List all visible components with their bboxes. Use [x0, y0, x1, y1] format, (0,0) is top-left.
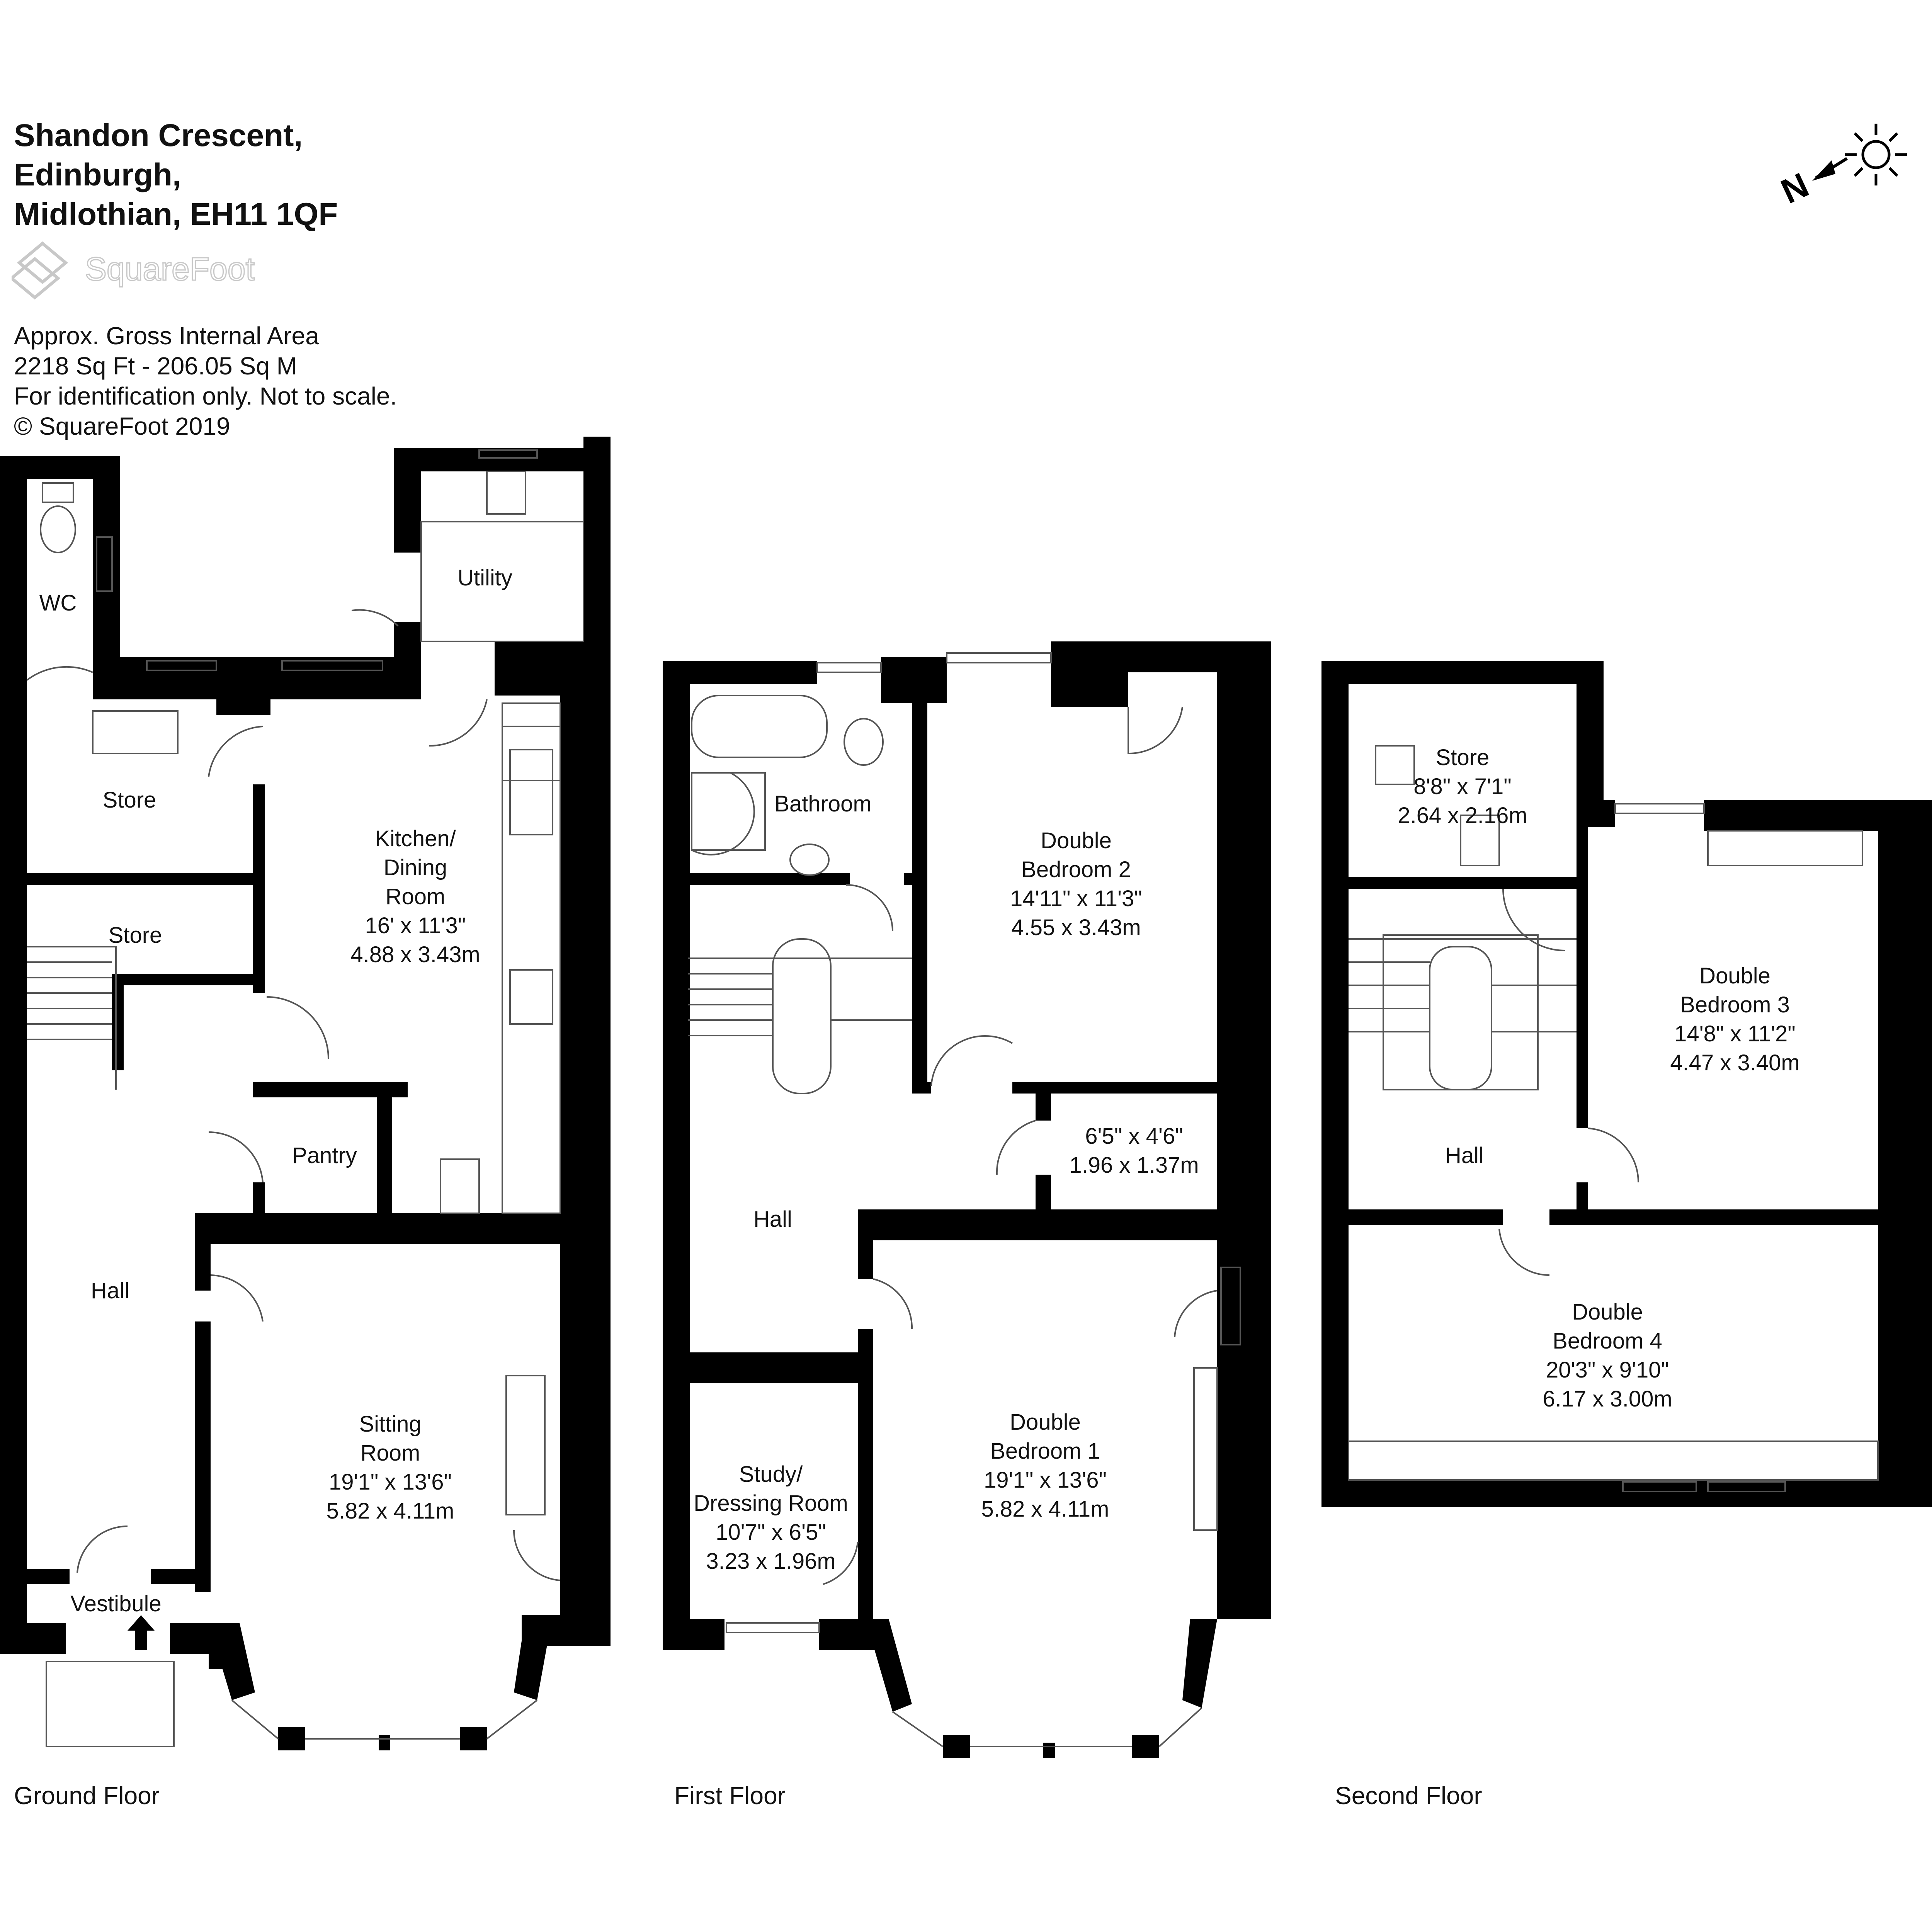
room-pantry: Pantry	[292, 1143, 357, 1168]
second-walls	[1321, 661, 1932, 1507]
room-bathroom: Bathroom	[774, 791, 871, 816]
room-kitchen-metric: 4.88 x 3.43m	[350, 942, 480, 967]
toilet-icon	[844, 718, 884, 766]
room-wc: WC	[39, 590, 77, 616]
bath-icon	[691, 695, 828, 758]
room-bed2-name-1: Double	[1041, 828, 1112, 853]
room-bed3-name-2: Bedroom 3	[1680, 992, 1790, 1017]
room-bed1-imperial: 19'1" x 13'6"	[984, 1468, 1107, 1493]
room-store: Store	[1436, 745, 1490, 770]
property-address: Shandon Crescent, Edinburgh, Midlothian,…	[14, 116, 338, 234]
address-line-3: Midlothian, EH11 1QF	[14, 197, 338, 232]
hob-icon	[509, 969, 553, 1025]
fireplace-icon	[505, 1375, 546, 1515]
room-kitchen-name-1: Kitchen/	[375, 826, 456, 851]
shower-icon	[691, 772, 755, 855]
room-bed4-metric: 6.17 x 3.00m	[1543, 1386, 1672, 1412]
room-bed1-name-1: Double	[1010, 1410, 1081, 1435]
loft-hatch-icon	[1375, 745, 1415, 785]
address-line-2: Edinburgh,	[14, 157, 181, 192]
room-study-imperial: 10'7" x 6'5"	[716, 1520, 826, 1545]
room-sitting-name-1: Sitting	[359, 1412, 421, 1437]
disclaimer: For identification only. Not to scale.	[14, 382, 397, 410]
first-room-labels: Bathroom Double Bedroom 2 14'11" x 11'3"…	[694, 791, 1199, 1574]
sun-icon	[1845, 124, 1907, 185]
room-sitting-name-2: Room	[361, 1440, 420, 1466]
room-kitchen-name-2: Dining	[384, 855, 447, 880]
first-windows	[726, 652, 1241, 1747]
first-floor-plan: Bathroom Double Bedroom 2 14'11" x 11'3"…	[663, 641, 1271, 1758]
room-hall: Hall	[91, 1278, 129, 1303]
ground-floor-label: Ground Floor	[14, 1782, 160, 1810]
room-kitchen-name-3: Room	[386, 884, 446, 909]
room-bed2-imperial: 14'11" x 11'3"	[1010, 886, 1142, 911]
room-bed4-imperial: 20'3" x 9'10"	[1546, 1357, 1669, 1383]
sink-icon	[92, 710, 179, 754]
room-closet-metric: 1.96 x 1.37m	[1069, 1153, 1199, 1178]
address-line-1: Shandon Crescent,	[14, 118, 303, 153]
area-value: 2218 Sq Ft - 206.05 Sq M	[14, 352, 297, 380]
ground-fixtures	[40, 471, 584, 1747]
room-bed2-metric: 4.55 x 3.43m	[1011, 915, 1141, 940]
copyright: © SquareFoot 2019	[14, 412, 230, 440]
room-sitting-imperial: 19'1" x 13'6"	[329, 1469, 452, 1495]
room-store-metric: 2.64 x 2.16m	[1398, 803, 1527, 828]
room-bed1-name-2: Bedroom 1	[990, 1439, 1100, 1464]
room-study-name-1: Study/	[739, 1462, 803, 1487]
second-windows	[1614, 803, 1786, 1492]
second-floor-plan: Store 8'8" x 7'1" 2.64 x 2.16m Double Be…	[1321, 661, 1932, 1507]
ground-room-labels: WC Utility Store Store Kitchen/ Dining R…	[39, 565, 512, 1616]
room-bed4-name-1: Double	[1572, 1299, 1643, 1325]
first-doors	[823, 707, 1218, 1585]
first-fixtures	[688, 695, 1218, 1531]
room-kitchen-imperial: 16' x 11'3"	[365, 913, 466, 938]
room-closet-imperial: 6'5" x 4'6"	[1085, 1124, 1183, 1149]
ground-stairs	[27, 946, 117, 1090]
first-walls	[663, 641, 1271, 1758]
ground-windows	[96, 449, 538, 1740]
squarefoot-logo: SquareFoot	[12, 241, 255, 300]
second-fixtures	[1348, 745, 1879, 1481]
front-steps	[46, 1661, 175, 1747]
north-compass: N	[1776, 124, 1907, 211]
room-bed3-metric: 4.47 x 3.40m	[1670, 1050, 1799, 1075]
room-bed4-name-2: Bedroom 4	[1553, 1328, 1662, 1354]
basin-icon	[789, 844, 830, 876]
kitchen-sink-icon	[509, 749, 553, 835]
entrance-arrow-icon	[128, 1615, 155, 1650]
room-store-2: Store	[109, 923, 162, 948]
room-sitting-metric: 5.82 x 4.11m	[326, 1498, 454, 1524]
stair-well	[1429, 946, 1492, 1090]
room-study-name-2: Dressing Room	[694, 1491, 848, 1516]
stair-well	[772, 938, 832, 1094]
room-store-1: Store	[103, 787, 156, 813]
arrow-head-icon	[1812, 160, 1835, 181]
room-bed2-name-2: Bedroom 2	[1021, 857, 1131, 882]
ground-doors	[26, 609, 561, 1581]
second-room-labels: Store 8'8" x 7'1" 2.64 x 2.16m Double Be…	[1398, 745, 1799, 1412]
room-utility: Utility	[457, 565, 512, 590]
first-floor-label: First Floor	[674, 1782, 786, 1810]
second-doors	[1498, 888, 1639, 1276]
room-vestibule: Vestibule	[70, 1591, 161, 1616]
room-second-hall: Hall	[1445, 1143, 1484, 1168]
ground-walls	[0, 437, 611, 1750]
area-title: Approx. Gross Internal Area	[14, 322, 319, 350]
room-bed3-name-1: Double	[1699, 963, 1770, 988]
utility-sink-icon	[486, 471, 526, 515]
logo-mark-icon	[12, 241, 68, 300]
fireplace-icon	[1193, 1367, 1218, 1531]
room-study-metric: 3.23 x 1.96m	[706, 1549, 835, 1574]
second-floor-label: Second Floor	[1335, 1782, 1482, 1810]
ground-floor-plan: WC Utility Store Store Kitchen/ Dining R…	[0, 437, 611, 1750]
logo-wordmark: SquareFoot	[85, 251, 255, 287]
room-store-imperial: 8'8" x 7'1"	[1413, 774, 1512, 799]
room-first-hall: Hall	[753, 1207, 792, 1232]
room-bed1-metric: 5.82 x 4.11m	[981, 1497, 1109, 1522]
area-info: Approx. Gross Internal Area 2218 Sq Ft -…	[14, 321, 397, 441]
room-bed3-imperial: 14'8" x 11'2"	[1674, 1021, 1796, 1046]
toilet-icon	[40, 505, 76, 553]
